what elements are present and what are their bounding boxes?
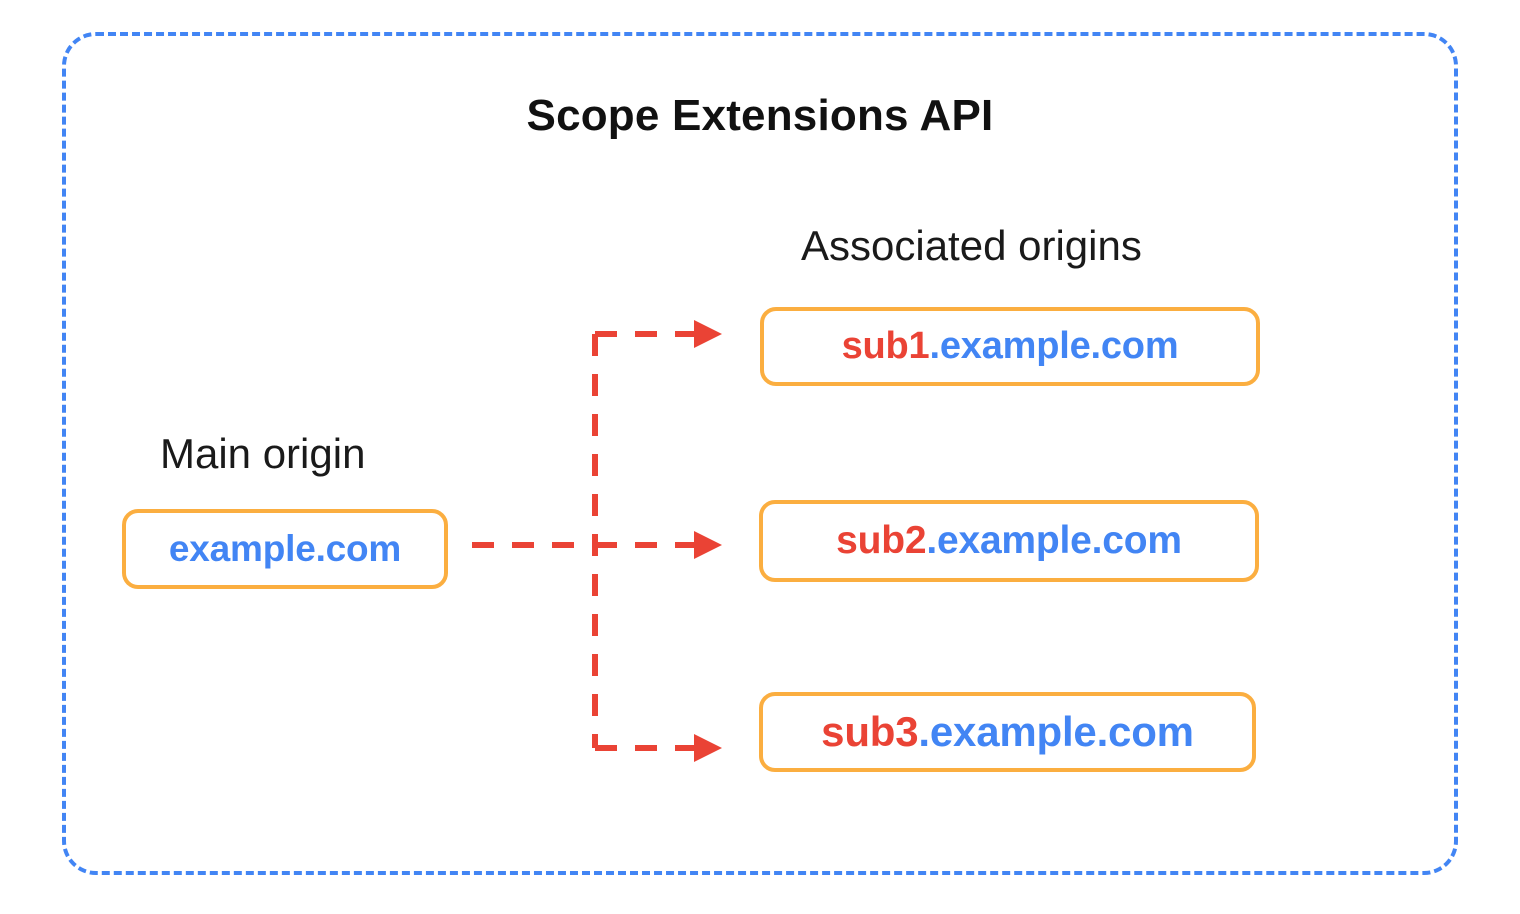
main-origin-label: Main origin bbox=[160, 430, 366, 477]
origin-main-domain-text: example.com bbox=[168, 528, 402, 569]
origin-sub2-subdomain-text: sub2 bbox=[836, 519, 927, 562]
origin-sub3-domain-text: .example.com bbox=[918, 708, 1194, 755]
origin-box-sub3: sub3.example.com bbox=[759, 692, 1256, 772]
origin-sub1-subdomain-text: sub1 bbox=[841, 325, 930, 367]
origin-box-sub1: sub1.example.com bbox=[760, 307, 1260, 386]
scope-extensions-frame bbox=[62, 32, 1458, 875]
associated-origins-label: Associated origins bbox=[801, 222, 1142, 269]
origin-sub3-subdomain-text: sub3 bbox=[821, 708, 919, 755]
origin-sub1-domain-text: .example.com bbox=[929, 325, 1179, 367]
origin-box-main: example.com bbox=[122, 509, 448, 589]
origin-box-sub2: sub2.example.com bbox=[759, 500, 1259, 582]
page-title: Scope Extensions API bbox=[526, 91, 994, 140]
origin-sub2-domain-text: .example.com bbox=[926, 519, 1182, 562]
